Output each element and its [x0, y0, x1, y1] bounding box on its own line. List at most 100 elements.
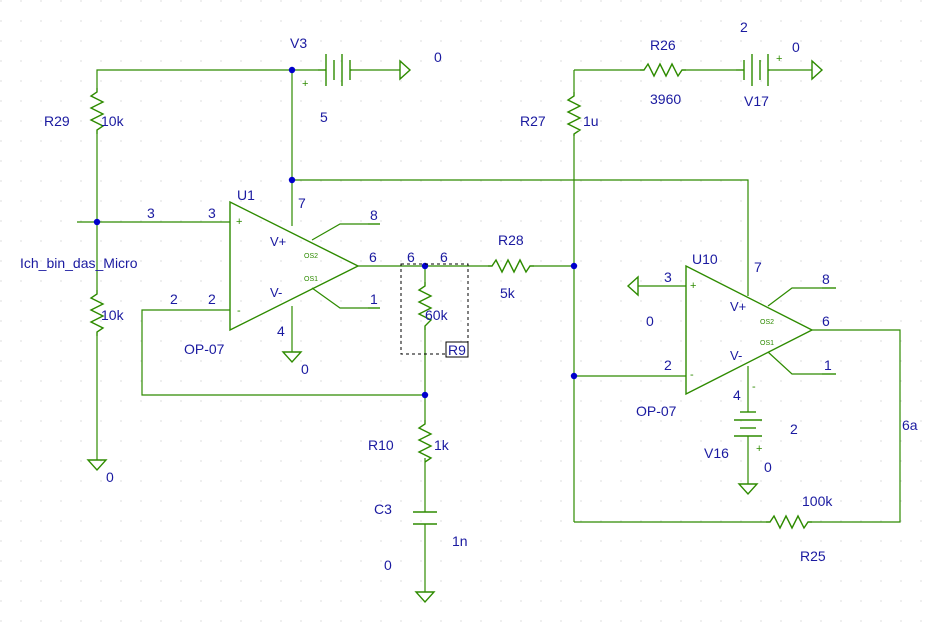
ground-symbols: [86, 59, 824, 604]
opamp-u1[interactable]: + - V+ V- OS2 OS1 U1 OP-07 3 2 7 4 8 1 6: [184, 187, 378, 357]
ground-icon: [737, 483, 759, 496]
u10-os2: OS2: [760, 319, 774, 326]
u10-pin-os1: 1: [824, 357, 832, 373]
resistor-r29-lower[interactable]: 10k: [89, 290, 125, 336]
ground-icon: [414, 591, 436, 604]
junction-dot: [93, 218, 101, 226]
r29-value: 10k: [101, 113, 125, 129]
u1-os1: OS1: [304, 276, 318, 283]
u10-minus-supply-sign: -: [752, 381, 756, 393]
r10-name: R10: [368, 437, 394, 453]
r28-value: 5k: [500, 285, 516, 301]
resistor-r26[interactable]: R26 3960: [640, 37, 686, 107]
v16-value: 2: [790, 421, 798, 437]
u1-plus-sign: +: [236, 216, 242, 228]
r9-name: R9: [448, 342, 466, 358]
gnd-label: 0: [646, 313, 654, 329]
resistor-r9[interactable]: R9 60k: [400, 263, 469, 358]
ground-icon: [811, 59, 824, 81]
v16-plus: +: [756, 443, 762, 455]
u10-pin-vminus: 4: [733, 387, 741, 403]
voltage-source-v16[interactable]: + V16 2: [704, 411, 798, 461]
voltage-source-v17[interactable]: + V17 2: [736, 19, 782, 109]
c3-name: C3: [374, 501, 392, 517]
u10-pin-os2: 8: [822, 271, 830, 287]
u1-minus-sign: -: [237, 305, 241, 317]
resistor-r28[interactable]: R28 5k: [488, 232, 534, 301]
u1-pin-os1: 1: [370, 291, 378, 307]
r26-value: 3960: [650, 91, 681, 107]
ground-icon: [399, 59, 412, 81]
junction-dot: [570, 262, 578, 270]
v3-name: V3: [290, 35, 307, 51]
gnd-label: 0: [434, 49, 442, 65]
v17-name: V17: [744, 93, 769, 109]
junction-dot: [421, 391, 429, 399]
v17-value: 2: [740, 19, 748, 35]
u1-model: OP-07: [184, 341, 225, 357]
u10-pin-vplus: 7: [754, 259, 762, 275]
junction-dot: [288, 176, 296, 184]
net-label-micro: Ich_bin_das_Micro: [20, 255, 138, 271]
net-label: 3: [147, 205, 155, 221]
u10-vplus: V+: [730, 299, 746, 314]
v17-plus: +: [776, 53, 782, 65]
r25-name: R25: [800, 548, 826, 564]
u1-os2: OS2: [304, 253, 318, 260]
ground-icon: [281, 351, 303, 364]
opamp-u10[interactable]: + - V+ V- OS2 OS1 - U10 OP-07 3 2 7 4 8 …: [636, 251, 832, 419]
r9-value: 60k: [425, 307, 449, 323]
u10-pin-plus: 3: [664, 269, 672, 285]
net-label: 6a: [902, 417, 918, 433]
u1-pin-vplus: 7: [298, 195, 306, 211]
r10-value: 1k: [434, 437, 450, 453]
r29-name: R29: [44, 113, 70, 129]
voltage-source-v3[interactable]: + V3 5: [290, 35, 352, 125]
junction-dot: [288, 66, 296, 74]
resistor-r29[interactable]: R29 10k: [44, 88, 125, 134]
u1-pin-vminus: 4: [277, 323, 285, 339]
u10-pin-minus: 2: [664, 357, 672, 373]
r28-name: R28: [498, 232, 524, 248]
junction-dot: [570, 372, 578, 380]
u1-pin-plus: 3: [208, 205, 216, 221]
v3-plus: +: [302, 78, 308, 90]
ground-icon: [626, 275, 639, 297]
u1-pin-os2: 8: [370, 207, 378, 223]
capacitor-c3[interactable]: C3 1n: [374, 501, 468, 549]
wires-right: [534, 69, 901, 523]
r27-name: R27: [520, 113, 546, 129]
u1-vminus: V-: [270, 285, 282, 300]
u10-model: OP-07: [636, 403, 677, 419]
u10-plus-sign: +: [690, 280, 696, 292]
v3-value: 5: [320, 109, 328, 125]
gnd-label: 0: [301, 361, 309, 377]
ground-icon: [86, 459, 108, 472]
pin-underlines: [368, 223, 836, 375]
u1-pin-minus: 2: [208, 291, 216, 307]
u1-pin-out: 6: [369, 249, 377, 265]
v16-name: V16: [704, 445, 729, 461]
u10-minus-sign: -: [690, 369, 694, 381]
net-label: 6: [440, 249, 448, 265]
u10-os1: OS1: [760, 340, 774, 347]
resistor-r10[interactable]: R10 1k: [368, 420, 450, 463]
u1-name: U1: [237, 187, 255, 203]
u10-pin-out: 6: [822, 313, 830, 329]
resistor-r27[interactable]: R27 1u: [520, 92, 599, 136]
resistor-r25[interactable]: 100k R25: [766, 493, 833, 564]
gnd-label: 0: [792, 39, 800, 55]
r25-value: 100k: [802, 493, 833, 509]
net-label: 2: [170, 291, 178, 307]
u10-name: U10: [692, 251, 718, 267]
net-labels: 3 2 6 6 6a Ich_bin_das_Micro 0 0 0 0 0 0…: [20, 39, 918, 573]
r26-name: R26: [650, 37, 676, 53]
gnd-label: 0: [384, 557, 392, 573]
u1-vplus: V+: [270, 234, 286, 249]
c3-value: 1n: [452, 533, 468, 549]
gnd-label: 0: [106, 469, 114, 485]
wires-left: [77, 69, 749, 592]
